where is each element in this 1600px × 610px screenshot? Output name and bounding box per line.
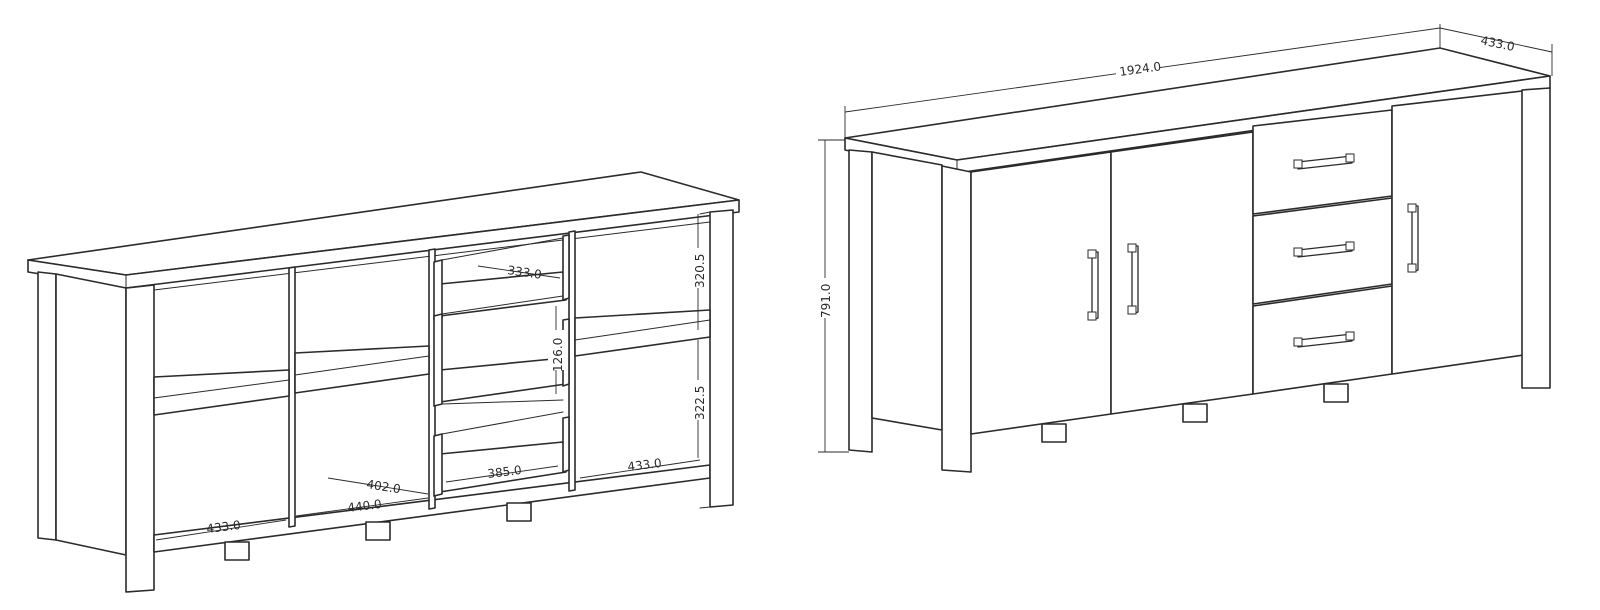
open-drawer-top	[433, 234, 570, 321]
open-partition-1	[288, 266, 296, 528]
open-left-side-panel	[37, 271, 57, 541]
open-drawer-bottom	[433, 399, 570, 497]
open-shelf-compartment-4	[574, 309, 711, 357]
svg-text:433.0: 433.0	[206, 518, 242, 536]
closed-foot-1	[1041, 423, 1067, 443]
closed-handle-drawer-2	[1293, 241, 1355, 258]
svg-text:402.0: 402.0	[366, 477, 402, 496]
open-foot-3	[506, 502, 532, 522]
closed-front-left-door	[970, 151, 1112, 435]
open-shelf-compartment-2	[294, 345, 430, 394]
svg-text:320.5: 320.5	[693, 254, 707, 288]
dim-compartment-width-402: 402.0	[327, 477, 429, 496]
dim-drawer-height: 126.0	[548, 306, 565, 394]
svg-text:385.0: 385.0	[487, 463, 523, 481]
svg-text:333.0: 333.0	[507, 263, 543, 282]
open-left-outer-side	[55, 273, 127, 556]
closed-front-left-leg	[941, 165, 972, 473]
svg-text:440.0: 440.0	[347, 497, 383, 515]
closed-handle-center-door	[1127, 243, 1139, 315]
svg-text:433.0: 433.0	[627, 456, 663, 474]
open-shelf-compartment-1	[153, 369, 290, 416]
dim-compartment-depth-left: 433.0	[155, 518, 287, 541]
open-front-left-leg	[125, 284, 155, 593]
closed-foot-3	[1323, 383, 1349, 403]
open-sideboard-view: 320.5 322.5 333.0 126.0 385.0 433.0 402.…	[27, 171, 740, 593]
closed-sideboard-view: 1924.0 433.0 791.0	[816, 24, 1553, 473]
dim-overall-width: 1924.0	[844, 24, 1441, 138]
svg-text:1924.0: 1924.0	[1118, 59, 1162, 79]
closed-left-back-leg	[848, 149, 873, 453]
closed-handle-left-door	[1087, 249, 1099, 321]
dim-shelf-height-upper: 320.5	[690, 214, 707, 330]
open-drawer-middle	[433, 295, 570, 407]
svg-text:126.0: 126.0	[551, 338, 565, 372]
closed-handle-drawer-1	[1293, 153, 1355, 170]
dim-overall-depth: 433.0	[1439, 27, 1553, 76]
dim-drawer-width: 333.0	[477, 263, 561, 282]
dim-compartment-width-440: 440.0	[295, 497, 429, 517]
dim-shelf-height-lower: 322.5	[690, 340, 707, 458]
closed-left-side-panel	[871, 151, 943, 431]
open-foot-2	[365, 521, 391, 541]
open-right-leg	[709, 209, 734, 508]
closed-handle-right-door	[1407, 203, 1419, 273]
dim-compartment-depth-right: 433.0	[579, 456, 701, 479]
svg-text:791.0: 791.0	[819, 284, 833, 318]
svg-text:433.0: 433.0	[1479, 33, 1516, 54]
closed-foot-2	[1182, 403, 1208, 423]
closed-handle-drawer-3	[1293, 331, 1355, 348]
open-foot-1	[224, 541, 250, 561]
dim-drawer-inner-width: 385.0	[445, 463, 559, 483]
svg-text:322.5: 322.5	[693, 386, 707, 420]
dim-overall-height: 791.0	[816, 139, 849, 453]
closed-right-leg	[1521, 87, 1551, 389]
open-partition-3	[568, 230, 576, 492]
